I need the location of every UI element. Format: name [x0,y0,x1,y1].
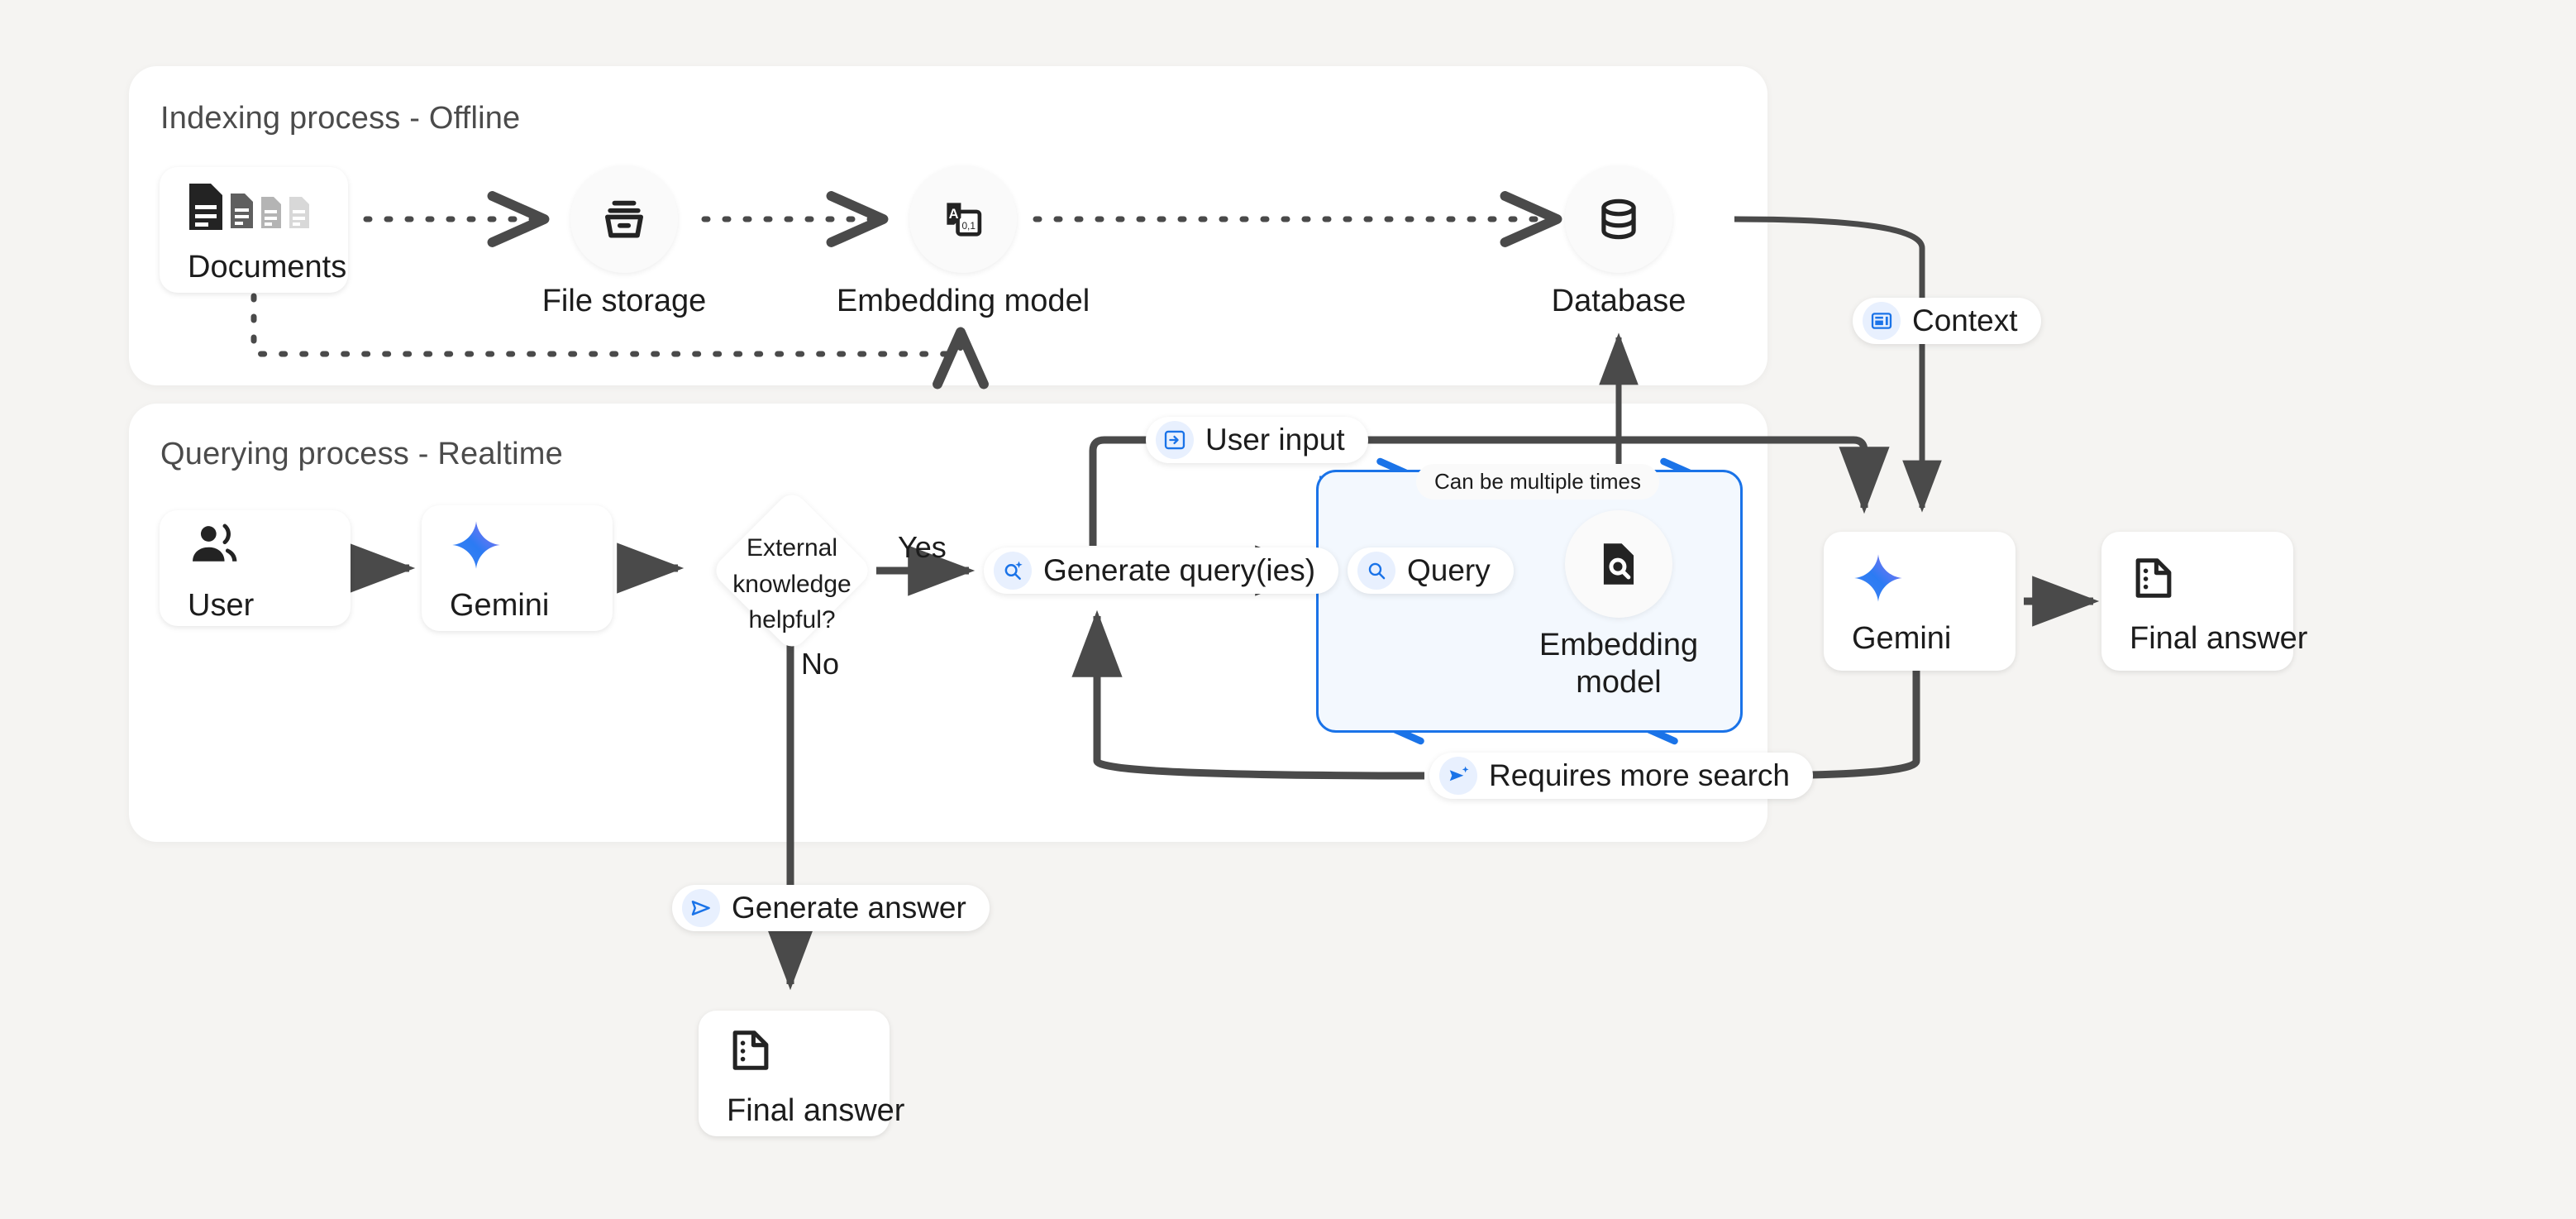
panel-indexing-title: Indexing process - Offline [160,101,521,136]
pill-user-input[interactable]: User input [1146,417,1368,463]
node-gemini-first-label: Gemini [450,588,550,624]
context-panel-icon [1863,302,1901,340]
edge-label-yes: Yes [898,530,947,564]
decision-line-1: External [746,534,838,562]
svg-text:A: A [949,206,959,222]
decision-line-2: knowledge [732,570,852,598]
loop-note: Can be multiple times [1416,464,1659,500]
pill-query-label: Query [1407,553,1491,587]
pill-requires-more-search-label: Requires more search [1489,758,1790,792]
gemini-sparkle-icon [1852,547,2015,610]
node-user-label: User [188,588,255,624]
node-gemini-second[interactable]: Gemini [1824,532,2015,671]
node-decision-label: External knowledge helpful? [676,530,908,638]
answer-doc-icon [727,1019,890,1082]
pill-generate-queries-label: Generate query(ies) [1043,553,1316,587]
node-final-answer-right[interactable]: Final answer [2101,532,2308,671]
node-gemini-first[interactable]: Gemini [422,505,613,631]
send-sparkle-icon [1439,757,1477,795]
input-arrow-icon [1156,421,1194,459]
pill-context[interactable]: Context [1853,298,2041,344]
embedding-loop-line-2: model [1576,664,1662,700]
documents-icon [188,175,348,238]
panel-querying-title: Querying process - Realtime [160,437,563,471]
node-embedding-model-loop-label: Embedding model [1503,627,1734,701]
pill-requires-more-search[interactable]: Requires more search [1429,753,1813,799]
node-final-answer-bottom-label: Final answer [727,1093,905,1129]
node-documents[interactable]: Documents [160,167,348,293]
node-user[interactable]: User [160,510,351,626]
document-search-icon [1603,543,1634,585]
gemini-sparkle-icon [450,514,613,576]
pill-user-input-label: User input [1205,423,1345,457]
node-file-storage[interactable] [570,165,678,273]
svg-text:0,1: 0,1 [961,220,976,232]
node-final-answer-bottom[interactable]: Final answer [699,1011,905,1136]
pill-context-label: Context [1912,304,2018,337]
node-embedding-model-label: Embedding model [836,284,1090,318]
search-sparkle-icon [994,552,1032,590]
user-group-icon [188,514,351,576]
pill-query[interactable]: Query [1348,547,1514,594]
embedding-loop-line-1: Embedding [1538,628,1699,662]
database-icon [1601,198,1636,240]
translate-vector-icon: 0,1 A [947,203,982,237]
pill-generate-answer[interactable]: Generate answer [672,885,990,931]
pill-generate-queries[interactable]: Generate query(ies) [984,547,1339,594]
pill-generate-answer-label: Generate answer [732,891,966,925]
decision-line-3: helpful? [748,606,836,633]
answer-doc-icon [2130,547,2293,610]
node-embedding-model[interactable]: 0,1 A [909,165,1017,273]
node-database[interactable] [1565,165,1672,273]
node-embedding-model-loop[interactable] [1565,510,1672,618]
edge-label-no: No [801,647,840,681]
node-documents-label: Documents [188,250,347,285]
send-icon [682,889,720,927]
archive-icon [605,200,643,238]
node-final-answer-right-label: Final answer [2130,621,2308,657]
search-icon [1357,552,1395,590]
node-database-label: Database [1551,284,1686,318]
node-gemini-second-label: Gemini [1852,621,1952,657]
node-file-storage-label: File storage [541,284,707,318]
